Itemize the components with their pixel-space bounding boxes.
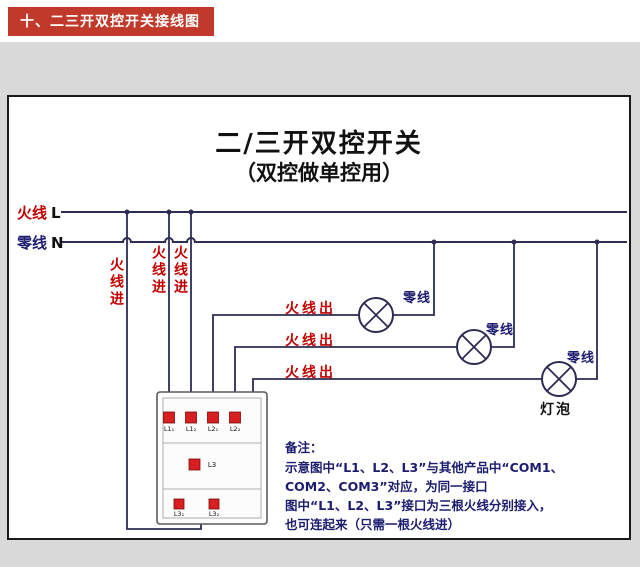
- terminal-label-top-2: L1₂: [185, 425, 197, 433]
- neutral-label-1: 零线: [403, 291, 432, 306]
- neutral-wire-label-cn: 零线: [17, 234, 48, 252]
- terminal-label-bottom-1: L3₁: [173, 510, 185, 518]
- terminal-bottom-1: [173, 498, 185, 510]
- diagram-subtitle: （双控做单控用）: [235, 161, 403, 185]
- junction-dot: [511, 239, 517, 245]
- junction-dot: [594, 239, 600, 245]
- bulb-label: 灯泡: [540, 402, 572, 418]
- wiring-diagram-canvas: [61, 209, 627, 530]
- neutral-label-2: 零线: [486, 323, 515, 338]
- neutral-riser-wire-2: [491, 242, 515, 348]
- neutral-riser-wire-1: [393, 242, 435, 316]
- live-out-label-2: 火线出: [285, 333, 336, 349]
- live-in-label-1: 火线进: [108, 257, 124, 308]
- section-title-badge: 十、二三开双控开关接线图: [8, 7, 214, 36]
- lamp-icon-1: [358, 297, 394, 333]
- terminal-label-bottom-2: L3₂: [208, 510, 220, 518]
- junction-dot: [431, 239, 437, 245]
- live-in-label-2: 火线进: [150, 245, 166, 296]
- live-out-label-3: 火线出: [285, 365, 336, 381]
- live-wire-label-letter: L: [51, 204, 61, 222]
- live-out-wire-3: [252, 378, 542, 392]
- junction-dot: [124, 209, 130, 215]
- neutral-riser-wire-3: [576, 242, 598, 380]
- terminal-bottom-2: [208, 498, 220, 510]
- junction-dot: [166, 209, 172, 215]
- terminal-top-1: [163, 411, 175, 424]
- neutral-wire-label-letter: N: [51, 234, 64, 252]
- terminal-top-4: [229, 411, 241, 424]
- notes-line-4: 也可连起来（只需一根火线进）: [285, 517, 461, 532]
- terminal-label-top-4: L2₂: [229, 425, 241, 433]
- notes-line-3: 图中“L1、L2、L3”接口为三根火线分别接入，: [285, 498, 552, 513]
- notes-line-2: COM2、COM3”对应，为同一接口: [285, 479, 488, 494]
- live-out-wire-1: [212, 314, 359, 412]
- switch-body: [156, 391, 268, 525]
- notes-line-1: 示意图中“L1、L2、L3”与其他产品中“COM1、: [285, 460, 564, 475]
- terminal-top-3: [207, 411, 219, 424]
- page-header: 十、二三开双控开关接线图: [0, 0, 640, 42]
- live-in-label-3: 火线进: [172, 245, 188, 296]
- diagram-title: 二/三开双控开关: [215, 129, 423, 159]
- terminal-label-middle: L3: [207, 461, 217, 469]
- live-wire-label-cn: 火线: [17, 204, 48, 222]
- notes-title: 备注：: [285, 440, 323, 455]
- lamp-icon-3: [541, 361, 577, 397]
- neutral-label-3: 零线: [567, 351, 596, 366]
- live-out-label-1: 火线出: [285, 301, 336, 317]
- terminal-middle: [188, 458, 201, 471]
- neutral-wire-line: [61, 237, 627, 243]
- junction-dot: [188, 209, 194, 215]
- live-out-wire-2: [234, 346, 457, 412]
- terminal-label-top-1: L1₁: [163, 425, 175, 433]
- terminal-label-top-3: L2₁: [207, 425, 219, 433]
- live-in-wire-1: [126, 212, 202, 530]
- terminal-top-2: [185, 411, 197, 424]
